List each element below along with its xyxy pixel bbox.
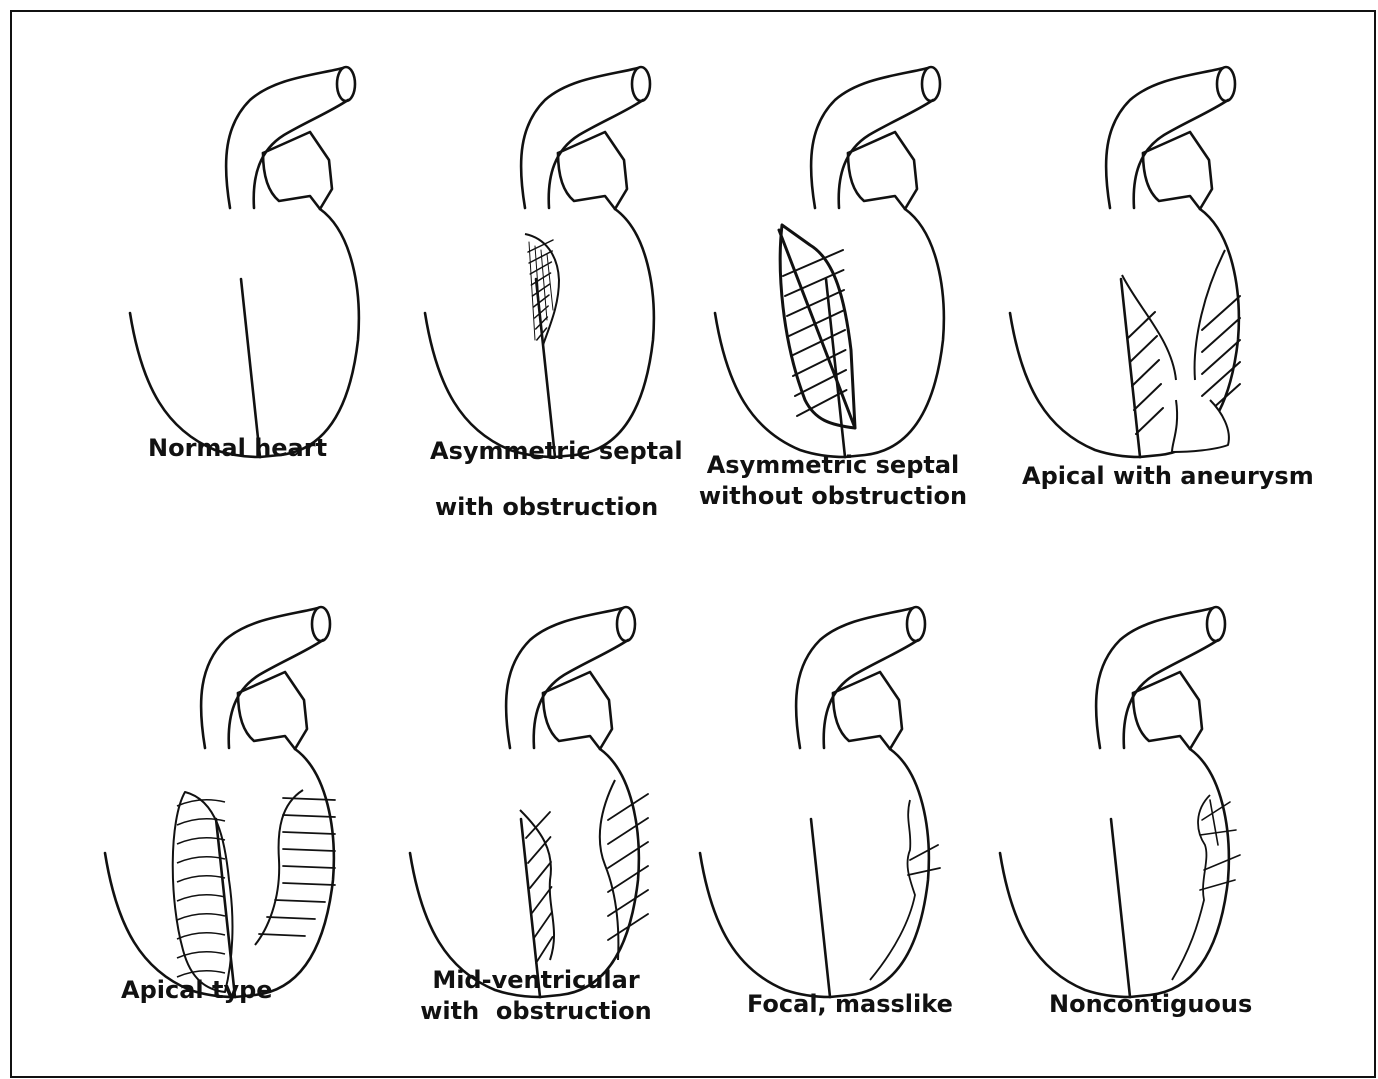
caption-line: with obstruction	[430, 492, 683, 523]
heart-diagrams	[105, 67, 1239, 997]
caption-asymmetric-septal-with-obstruction: Asymmetric septal with obstruction	[430, 436, 683, 523]
caption-apical-type: Apical type	[121, 975, 273, 1006]
heart-outline-apical-aneurysm	[1010, 67, 1239, 457]
caption-asymmetric-septal-without-obstruction: Asymmetric septal without obstruction	[698, 450, 968, 512]
caption-line: Asymmetric septal	[698, 450, 968, 481]
hatch-focal	[870, 800, 940, 980]
caption-normal-heart: Normal heart	[148, 433, 327, 464]
caption-focal-masslike: Focal, masslike	[747, 989, 953, 1020]
caption-line: without obstruction	[698, 481, 968, 512]
caption-line: Focal, masslike	[747, 990, 953, 1018]
caption-apical-with-aneurysm: Apical with aneurysm	[1022, 461, 1314, 492]
caption-line: Noncontiguous	[1049, 990, 1252, 1018]
caption-line: with obstruction	[418, 996, 654, 1027]
caption-line: Apical with aneurysm	[1022, 462, 1314, 490]
hatch-apical-aneurysm	[1122, 250, 1240, 452]
caption-mid-ventricular-with-obstruction: Mid-ventricular with obstruction	[418, 965, 654, 1027]
caption-noncontiguous: Noncontiguous	[1049, 989, 1252, 1020]
heart-outline-focal	[700, 607, 929, 997]
heart-outline-noncontiguous	[1000, 607, 1229, 997]
caption-line: Normal heart	[148, 434, 327, 462]
caption-line: Mid-ventricular	[418, 965, 654, 996]
hatch-asym-noobs	[779, 225, 855, 428]
heart-outline-asym-obs	[425, 67, 654, 457]
hatch-noncontiguous	[1172, 795, 1240, 980]
caption-line: Asymmetric septal	[430, 436, 683, 467]
heart-outline-midventricular	[410, 607, 639, 997]
heart-outline-apical	[105, 607, 334, 997]
caption-line: Apical type	[121, 976, 273, 1004]
heart-outline-normal	[130, 67, 359, 457]
hatch-midventricular	[520, 780, 648, 963]
hatch-apical	[173, 790, 335, 992]
